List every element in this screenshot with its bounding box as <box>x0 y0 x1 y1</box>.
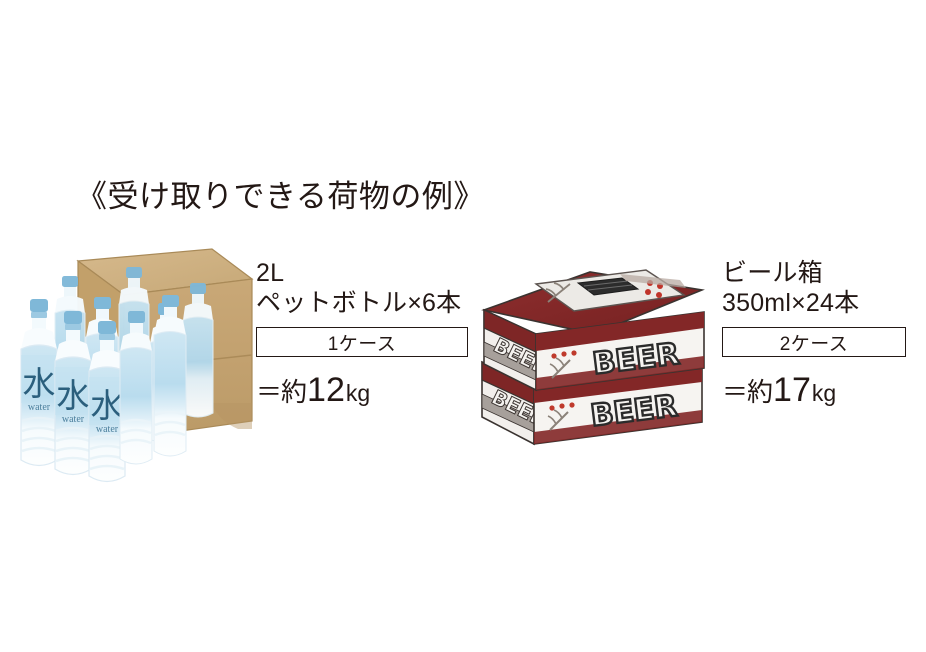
water-bottle-front-3: 水 water <box>88 321 126 483</box>
page-title: 《受け取りできる荷物の例》 <box>76 179 485 214</box>
water-bottles-illustration: 水 water 水 water <box>6 243 256 488</box>
beer-weight-number: 17 <box>773 371 811 409</box>
beer-label-line1: ビール箱 <box>722 259 823 287</box>
beer-weight: ＝ 約 17 kg <box>722 372 906 409</box>
beer-weight-approx: 約 <box>747 377 774 407</box>
water-case-label-block: 2L ペットボトル×6本 1ケース ＝ 約 12 kg <box>256 258 468 409</box>
water-label-line2: ペットボトル×6本 <box>256 289 462 317</box>
beer-box-upper-decor <box>549 350 577 379</box>
water-weight-approx: 約 <box>281 377 308 407</box>
beer-boxes-illustration: BEER BEER <box>470 262 720 452</box>
water-weight-unit: kg <box>345 380 371 406</box>
beer-case-count-box: 2ケース <box>722 327 906 357</box>
water-label-line1: 2L <box>256 259 285 287</box>
water-case-count-text: 1ケース <box>327 333 397 355</box>
water-bottle-front-right-pair <box>119 295 187 465</box>
water-weight-equals: ＝ <box>256 377 282 407</box>
svg-text:water: water <box>96 424 119 435</box>
beer-case-label-block: ビール箱 350ml×24本 2ケース ＝ 約 17 kg <box>722 258 906 409</box>
water-bottle-label-kanji: 水 <box>23 364 56 403</box>
beer-weight-unit: kg <box>811 380 837 406</box>
beer-box-lower-decor <box>547 402 575 431</box>
water-case-count-box: 1ケース <box>256 327 468 357</box>
water-bottle-label-sub: water <box>28 402 51 413</box>
beer-box-upper: BEER BEER <box>481 269 705 392</box>
svg-text:水: 水 <box>91 386 124 425</box>
water-weight: ＝ 約 12 kg <box>256 372 468 409</box>
svg-text:water: water <box>62 414 85 425</box>
beer-box-lower: BEER BEER <box>481 360 703 446</box>
beer-label-line2: 350ml×24本 <box>722 289 860 317</box>
svg-text:水: 水 <box>57 376 90 415</box>
water-bottle-front-1: 水 water <box>20 299 58 467</box>
beer-weight-equals: ＝ <box>722 377 748 407</box>
water-weight-number: 12 <box>307 371 345 409</box>
beer-case-count-text: 2ケース <box>779 333 849 355</box>
water-bottle-front-2: 水 water <box>54 311 92 476</box>
